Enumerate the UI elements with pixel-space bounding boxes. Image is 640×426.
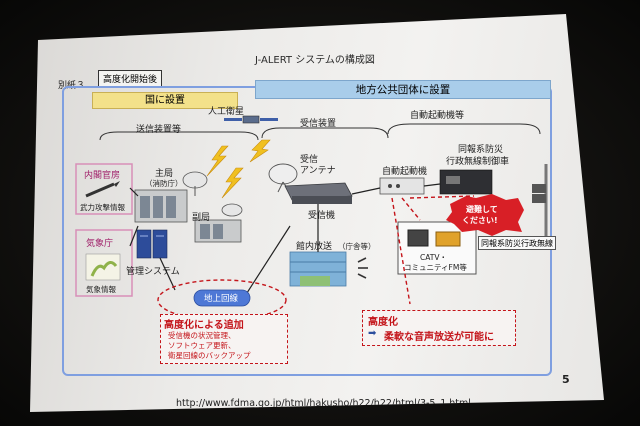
government-building-icon	[289, 251, 347, 287]
group-label-receiver: 受信装置	[300, 119, 337, 129]
bracket-transmitter	[99, 131, 259, 141]
label-government-office: （庁舎等）	[338, 242, 376, 251]
auto-starter-icon	[379, 177, 425, 195]
label-broadcast-radio: 同報系防災行政無線	[481, 239, 553, 248]
label-sub-station: 副局	[192, 213, 211, 223]
label-jma: 気象庁	[86, 239, 114, 249]
upgrade-addition-item: 衛星回線のバックアップ	[168, 351, 251, 360]
sub-station-icon	[194, 203, 243, 243]
management-system-icon	[136, 229, 168, 259]
label-broadcast-control-2: 行政無線制御車	[446, 157, 510, 167]
label-receiving-antenna-2: アンテナ	[300, 166, 336, 176]
label-in-building-broadcast: 館内放送	[296, 242, 333, 252]
label-main-station-2: （消防庁）	[145, 179, 183, 188]
upgrade-text: 柔軟な音声放送が可能に	[384, 332, 494, 343]
tv-icon	[407, 229, 429, 247]
label-ground-line: 地上回線	[204, 294, 239, 304]
bracket-auto-start	[387, 123, 541, 135]
source-url: http://www.fdma.go.jp/html/hakusho/h22/h…	[176, 398, 471, 409]
speaker-waves-icon	[357, 257, 368, 279]
page-number: 5	[562, 373, 570, 386]
label-receiver: 受信機	[308, 211, 336, 221]
upgrade-addition-item: 受信機の状況管理、	[168, 331, 236, 340]
bracket-receiver	[261, 127, 389, 139]
connection-lines	[129, 183, 441, 297]
upgrade-title: 高度化	[368, 317, 398, 328]
national-header-text: 国に設置	[145, 95, 185, 106]
label-evac-1: 避難して	[466, 205, 498, 214]
weather-map-icon	[85, 253, 121, 281]
upgrade-note	[362, 310, 516, 346]
receiver-device-icon	[284, 182, 353, 204]
radio-icon	[435, 231, 461, 247]
lightning-icons	[206, 139, 271, 199]
upgrade-addition-note	[160, 314, 288, 364]
ground-line-pill	[193, 289, 251, 307]
broadcast-control-icon	[439, 169, 493, 195]
loudspeaker-tower-icon	[532, 164, 548, 240]
slide-title: J-ALERT システムの構成図	[255, 55, 375, 66]
label-satellite: 人工衛星	[208, 107, 245, 117]
local-header-text: 地方公共団体に設置	[355, 84, 451, 96]
jma-frame	[75, 229, 133, 297]
label-receiving-antenna-1: 受信	[300, 155, 319, 165]
evacuation-burst	[446, 194, 524, 236]
main-station-icon	[134, 171, 208, 223]
upgrade-addition-item: ソフトウェア更新、	[168, 341, 236, 350]
national-header: 国に設置	[92, 92, 238, 109]
receiving-antenna-icon	[268, 163, 298, 193]
stage-tag-text: 高度化開始後	[103, 75, 158, 85]
broadcast-radio-box: 同報系防災行政無線	[478, 236, 556, 250]
label-main-station-1: 主局	[155, 169, 174, 179]
label-weather-info: 気象情報	[86, 285, 116, 294]
upgrade-addition-title: 高度化による追加	[164, 320, 244, 331]
red-dashed-paths	[391, 195, 475, 305]
label-catv-2: コミュニティFM等	[404, 263, 467, 272]
satellite-icon	[224, 115, 278, 124]
label-broadcast-control-1: 同報系防災	[458, 145, 504, 155]
upgrade-arrow-icon: ➡	[368, 328, 377, 339]
cabinet-frame	[75, 163, 133, 215]
label-evac-2: ください!	[462, 216, 498, 225]
label-auto-starter: 自動起動機	[382, 167, 428, 177]
label-management-system: 管理システム	[126, 267, 180, 277]
local-header: 地方公共団体に設置	[255, 80, 551, 99]
group-label-transmitter: 送信装置等	[136, 125, 182, 135]
label-catv-1: CATV・	[420, 253, 447, 262]
label-cabinet-secretariat: 内閣官房	[84, 171, 121, 181]
group-label-auto-start: 自動起動機等	[410, 111, 465, 121]
missile-icon	[85, 181, 120, 198]
label-armed-attack-info: 武力攻撃情報	[80, 203, 125, 212]
